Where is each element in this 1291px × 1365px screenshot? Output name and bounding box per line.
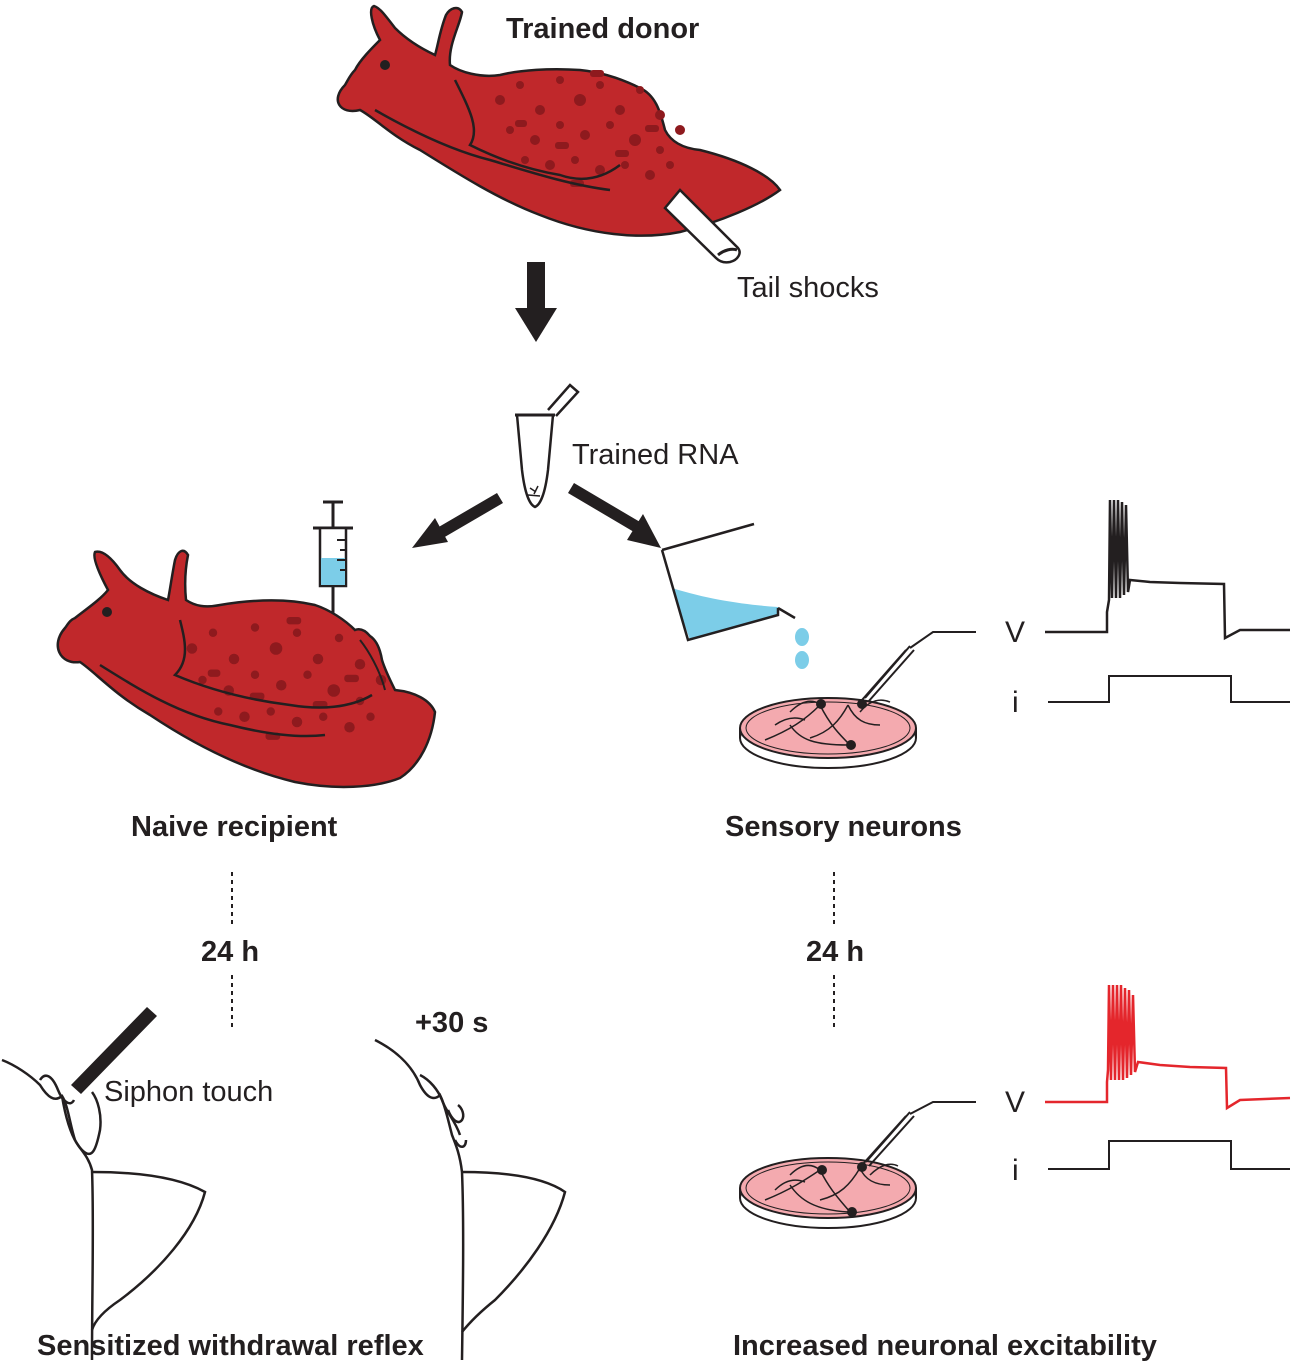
drop-1 [795, 628, 809, 646]
label-voltage-bottom: V [1005, 1086, 1025, 1119]
label-increased-neuronal-excitability: Increased neuronal excitability [733, 1330, 1157, 1362]
label-plus-30s: +30 s [415, 1007, 488, 1039]
label-trained-rna: Trained RNA [572, 439, 739, 471]
current-trace-bottom [1048, 1140, 1290, 1170]
label-sensitized-withdrawal-reflex: Sensitized withdrawal reflex [37, 1330, 424, 1362]
tail-shock-electrode [663, 188, 741, 264]
recipient-body [56, 549, 437, 789]
down-arrow [515, 262, 557, 342]
label-naive-recipient: Naive recipient [131, 811, 338, 843]
electrode-bottom [862, 1101, 976, 1167]
naive-recipient-aplysia [56, 549, 437, 789]
voltage-trace-top [1045, 499, 1290, 641]
syringe-icon [313, 500, 353, 618]
donor-eye [380, 60, 390, 70]
label-time-left: 24 h [201, 936, 259, 968]
withdrawn-drawing [374, 1038, 567, 1361]
culture-dish-top [739, 631, 976, 769]
rna-tube-icon [515, 383, 580, 509]
label-siphon-touch: Siphon touch [104, 1076, 273, 1108]
donor-body [336, 4, 782, 237]
label-current-bottom: i [1012, 1154, 1019, 1187]
recipient-foot-line [99, 663, 326, 738]
label-current-top: i [1012, 686, 1019, 719]
label-voltage-top: V [1005, 616, 1025, 649]
label-sensory-neurons: Sensory neurons [725, 811, 962, 843]
trained-donor-aplysia [336, 4, 782, 264]
voltage-trace-bottom [1045, 984, 1291, 1111]
arrow-to-recipient [412, 493, 503, 548]
culture-dish-bottom [739, 1101, 976, 1229]
recipient-parapodia-line [172, 619, 373, 709]
donor-foot-line [374, 108, 611, 192]
donor-parapodia-line [453, 79, 621, 181]
drop-2 [795, 651, 809, 669]
label-tail-shocks: Tail shocks [737, 272, 879, 304]
electrode-top [861, 631, 976, 703]
recipient-eye [102, 607, 112, 617]
touch-probe [71, 1007, 157, 1094]
siphon-touch-drawing [1, 1058, 207, 1361]
label-trained-donor: Trained donor [506, 13, 699, 45]
current-trace-top [1048, 675, 1290, 703]
arrow-to-neurons [568, 483, 661, 548]
beaker-icon [660, 522, 809, 669]
label-time-right: 24 h [806, 936, 864, 968]
